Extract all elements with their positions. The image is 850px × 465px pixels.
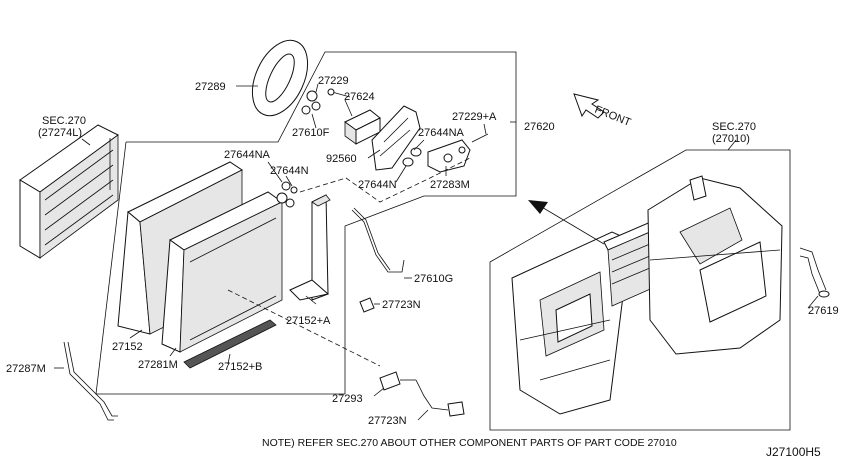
- label-27229A: 27229+A: [452, 111, 497, 123]
- insulator-92560: [371, 105, 421, 171]
- o-ring-27644N-left: [290, 186, 298, 194]
- label-27152A: 27152+A: [286, 315, 331, 327]
- o-rings-27610F: [301, 90, 321, 115]
- label-27644NA-left: 27644NA: [224, 149, 271, 161]
- leader-lines: [54, 83, 819, 421]
- block-joint-27283M: [427, 133, 489, 173]
- drain-hose-27287M: [63, 341, 118, 421]
- seal-strip-b: [183, 319, 277, 369]
- label-27723N-upper: 27723N: [382, 299, 421, 311]
- label-27644N-left: 27644N: [270, 165, 309, 177]
- label-sec270-left-code: (27274L): [38, 127, 82, 139]
- label-sec270-left: SEC.270: [42, 115, 86, 127]
- label-27620: 27620: [524, 121, 555, 133]
- label-sec270-right-code: (27010): [712, 133, 750, 145]
- diagram-code: J27100H5: [766, 445, 821, 459]
- thermistor-27610G: [351, 207, 405, 273]
- footnote: NOTE) REFER SEC.270 ABOUT OTHER COMPONEN…: [262, 437, 677, 449]
- evaporator-core: [161, 191, 295, 353]
- label-27723N-lower: 27723N: [368, 415, 407, 427]
- label-27281M: 27281M: [138, 359, 178, 371]
- label-27287M: 27287M: [6, 363, 46, 375]
- front-arrow-icon: [573, 93, 605, 119]
- label-92560: 92560: [326, 153, 357, 165]
- label-27610F: 27610F: [292, 127, 330, 139]
- direction-arrow: [528, 200, 605, 245]
- label-27644N-mid: 27644N: [358, 179, 397, 191]
- heater-unit-assembly: [511, 175, 783, 415]
- label-27610G: 27610G: [414, 273, 453, 285]
- label-27229: 27229: [318, 75, 349, 87]
- label-27152B: 27152+B: [218, 361, 262, 373]
- expansion-valve-27624: [344, 109, 381, 145]
- o-ring-27644NA-left: [281, 181, 291, 191]
- seal-strip-a: [289, 194, 331, 301]
- harness-27723N-lower: [415, 379, 465, 417]
- label-27152: 27152: [112, 341, 143, 353]
- main-boundary: [95, 51, 517, 395]
- bolt-27229: [327, 88, 351, 98]
- label-27289: 27289: [195, 81, 226, 93]
- drain-hose-27619: [799, 247, 830, 298]
- ring-seal: [251, 39, 309, 117]
- cabin-filter: [19, 124, 119, 259]
- o-rings-27644N: [402, 147, 422, 167]
- label-front: FRONT: [593, 104, 633, 129]
- label-sec270-right: SEC.270: [712, 121, 756, 133]
- label-27619: 27619: [808, 305, 839, 317]
- clip-27723N-upper: [359, 297, 375, 313]
- label-27644NA-top: 27644NA: [418, 127, 465, 139]
- heater-unit-boundary: [489, 149, 791, 431]
- sensor-27293: [379, 371, 416, 391]
- label-27624: 27624: [344, 91, 375, 103]
- label-27283M: 27283M: [430, 179, 470, 191]
- label-27293: 27293: [332, 393, 363, 405]
